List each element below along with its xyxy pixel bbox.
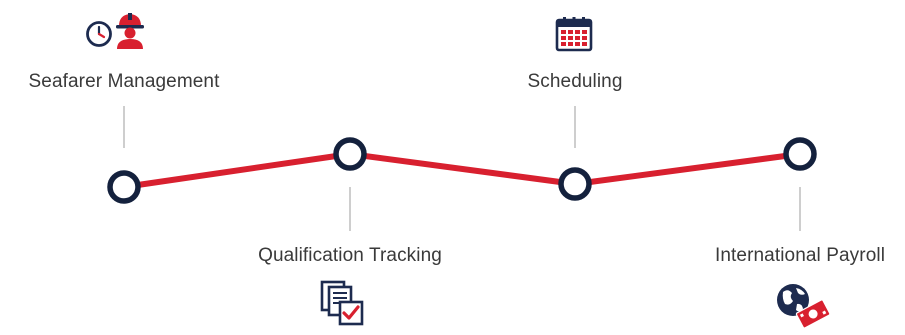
- timeline-node-2: [333, 137, 367, 171]
- timeline-node-3: [558, 167, 592, 201]
- step-label-seafarer-management: Seafarer Management: [28, 71, 220, 92]
- timeline-node-4: [783, 137, 817, 171]
- documents-checkmark-icon: [320, 280, 364, 326]
- globe-money-icon: [777, 284, 831, 329]
- step-label-qualification-tracking: Qualification Tracking: [258, 245, 442, 266]
- calendar-icon: [555, 17, 593, 52]
- step-label-international-payroll: International Payroll: [714, 245, 886, 266]
- timeline-path: [123, 151, 801, 190]
- timeline-node-1: [107, 170, 141, 204]
- seafarer-clock-worker-icon: [86, 13, 144, 49]
- step-label-scheduling: Scheduling: [527, 71, 623, 92]
